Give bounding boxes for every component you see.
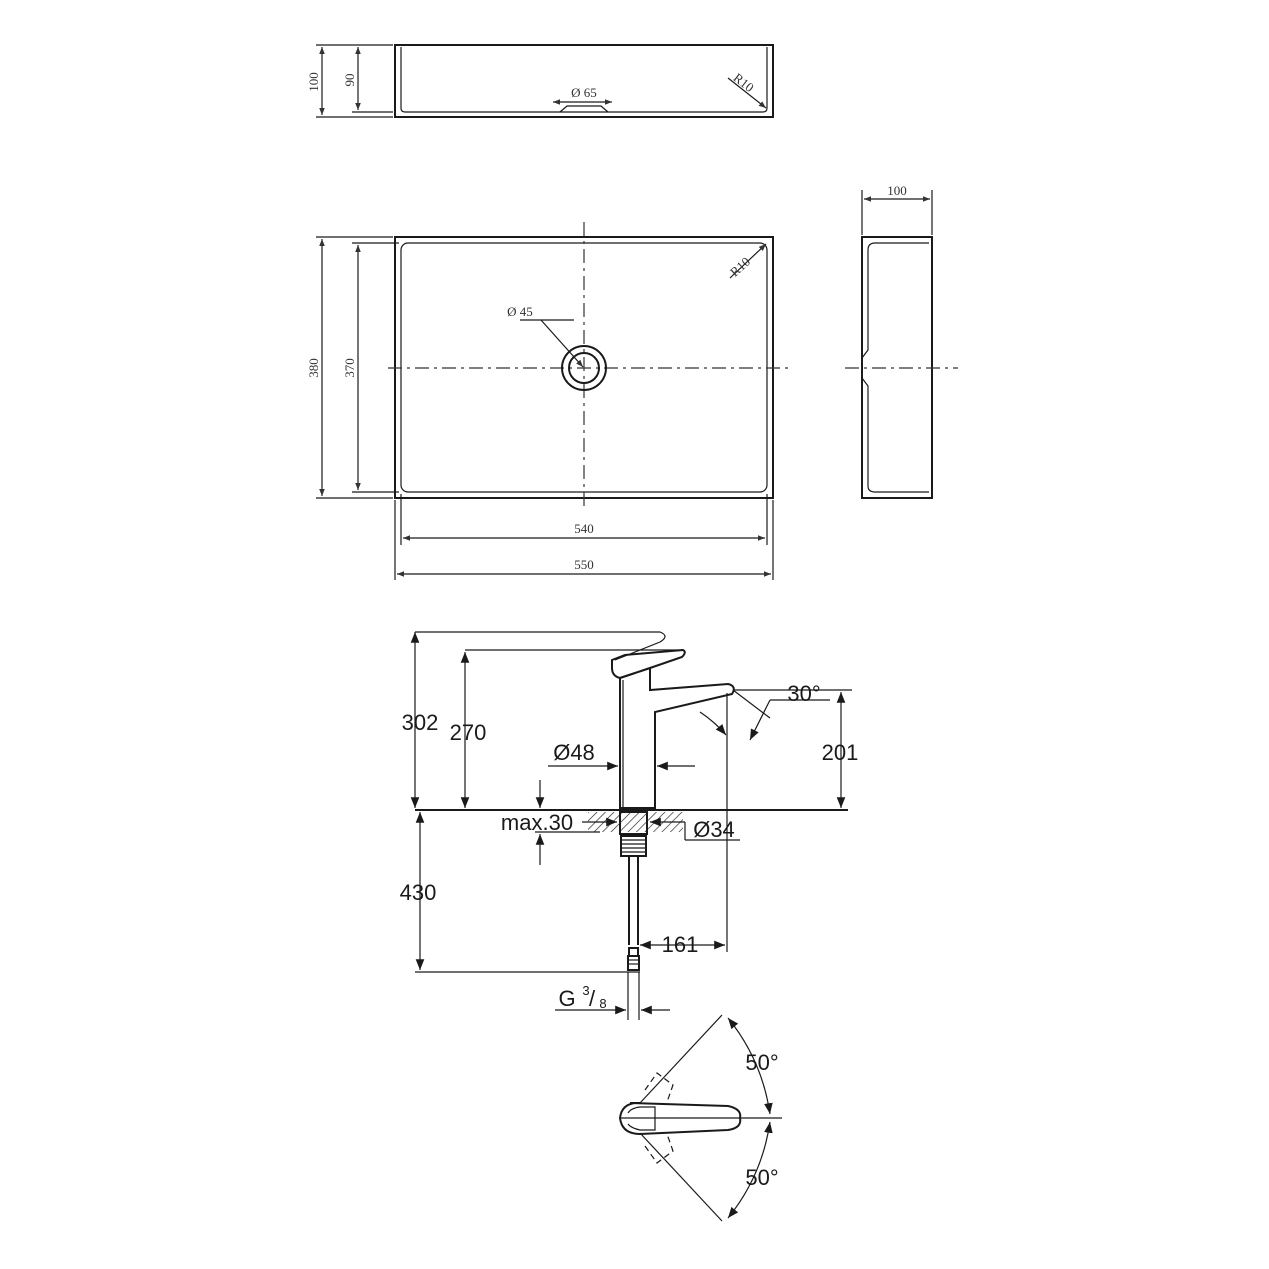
dim-side-radius: R10	[731, 70, 757, 95]
dim-side-drain: Ø 65	[571, 85, 597, 100]
lever-swing-up-axis	[639, 1014, 723, 1104]
dim-top-radius: R10	[727, 254, 753, 280]
drain-top-outer	[561, 345, 607, 391]
drain-top-inner	[568, 352, 600, 384]
basin-side-view: 100 90 Ø 65 R10	[306, 44, 774, 118]
lever-arc-down	[727, 1121, 773, 1219]
basin-end-view: 100	[845, 183, 958, 499]
dim-end-width: 100	[887, 183, 907, 198]
dim-hole-diameter: Ø34	[693, 817, 735, 842]
dim-thread-num: 3	[582, 983, 589, 998]
faucet-body	[619, 666, 735, 809]
dim-reach: 161	[662, 932, 699, 957]
dim-top-width-inner: 540	[574, 521, 594, 536]
basin-end-inner	[861, 242, 929, 493]
lever-arc-up	[727, 1017, 773, 1115]
lever-swing-down-axis	[639, 1132, 723, 1222]
dim-side-height-outer: 100	[306, 72, 321, 92]
dim-top-depth-inner: 370	[342, 358, 357, 378]
drain-side	[559, 105, 609, 113]
dim-side-height-inner: 90	[342, 74, 357, 87]
basin-top-view: Ø 45 R10 380 370 540 550	[306, 222, 788, 580]
dim-below-deck: 430	[400, 880, 437, 905]
dim-height-total: 302	[402, 710, 439, 735]
faucet-lever-open	[415, 631, 666, 661]
lever-plan-view: 50° 50°	[618, 1014, 782, 1222]
faucet-shank	[619, 811, 648, 835]
lever-ghost-up	[644, 1072, 674, 1103]
dim-thread: G	[558, 986, 575, 1011]
thread-slash: /	[589, 986, 596, 1011]
dim-thread-den: 8	[599, 996, 606, 1011]
basin-side-outline	[394, 44, 774, 118]
lever-ghost-down	[644, 1133, 674, 1164]
lever-angle-down: 50°	[745, 1165, 778, 1190]
dim-top-width-outer: 550	[574, 557, 594, 572]
basin-side-inner	[400, 47, 768, 113]
deck-hatch	[588, 812, 683, 832]
dim-spout-angle: 30°	[787, 681, 820, 706]
dim-spout-height: 201	[822, 740, 859, 765]
faucet-lever	[611, 648, 686, 680]
dim-height-spout: 270	[450, 720, 487, 745]
supply-connector	[627, 955, 640, 971]
faucet-elevation: 302 270 201 30° 161 Ø48 max.30 Ø34	[400, 631, 859, 1020]
dim-top-drain: Ø 45	[507, 304, 533, 319]
faucet-nut	[620, 835, 647, 857]
dim-max-deck: max.30	[501, 810, 573, 835]
lever-angle-up: 50°	[745, 1050, 778, 1075]
dim-body-diameter: Ø48	[553, 740, 595, 765]
dim-top-depth-outer: 380	[306, 358, 321, 378]
